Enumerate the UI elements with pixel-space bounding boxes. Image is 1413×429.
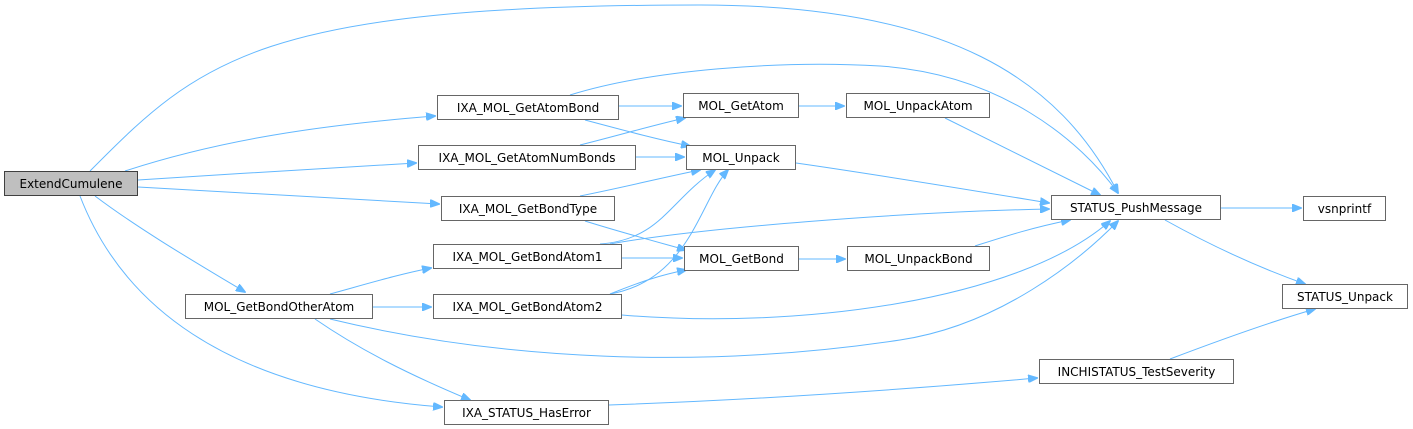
edge-getbondatom2-to-unpack xyxy=(609,170,728,295)
node-ixa-mol-get-atom-num-bonds[interactable]: IXA_MOL_GetAtomNumBonds xyxy=(418,145,636,170)
edge-extend-to-getatombond xyxy=(124,116,435,172)
edge-unpackbond-to-push xyxy=(974,220,1070,247)
node-ixa-mol-get-atom-bond[interactable]: IXA_MOL_GetAtomBond xyxy=(437,95,619,120)
edge-otheratom-to-haserror xyxy=(314,318,470,400)
node-mol-get-bond[interactable]: MOL_GetBond xyxy=(684,246,799,271)
node-extend-cumulene: ExtendCumulene xyxy=(4,171,138,196)
edge-haserror-to-testseverity xyxy=(608,378,1037,406)
edge-unpack-to-push xyxy=(795,162,1049,203)
node-vsnprintf[interactable]: vsnprintf xyxy=(1303,196,1386,221)
edge-getbondtype-to-unpack xyxy=(579,170,700,197)
edge-getatomnumbonds-to-getatom xyxy=(579,118,685,146)
node-mol-unpack-atom[interactable]: MOL_UnpackAtom xyxy=(846,93,990,118)
node-status-unpack[interactable]: STATUS_Unpack xyxy=(1282,284,1408,309)
node-status-push-message[interactable]: STATUS_PushMessage xyxy=(1051,195,1221,220)
node-inchistatus-test-severity[interactable]: INCHISTATUS_TestSeverity xyxy=(1039,359,1234,384)
node-mol-get-atom[interactable]: MOL_GetAtom xyxy=(683,93,799,118)
edge-extend-to-getbondotheratom xyxy=(94,195,245,292)
edge-otheratom-to-push xyxy=(329,221,1118,358)
node-ixa-mol-get-bond-atom1[interactable]: IXA_MOL_GetBondAtom1 xyxy=(433,244,622,269)
edge-push-to-statusunpack xyxy=(1164,219,1305,284)
edge-otheratom-to-getbondatom1 xyxy=(329,268,431,295)
edge-getatombond-to-push xyxy=(569,63,1118,193)
node-mol-unpack[interactable]: MOL_Unpack xyxy=(686,145,796,170)
edge-extend-to-getbondtype xyxy=(137,186,439,204)
node-mol-get-bond-other-atom[interactable]: MOL_GetBondOtherAtom xyxy=(185,294,373,319)
node-ixa-status-has-error[interactable]: IXA_STATUS_HasError xyxy=(444,400,609,425)
edge-unpackatom-to-push xyxy=(944,117,1100,195)
edge-getbondatom1-to-unpack xyxy=(599,170,715,245)
edge-extend-to-getatomnumbonds xyxy=(137,163,416,181)
node-ixa-mol-get-bond-atom2[interactable]: IXA_MOL_GetBondAtom2 xyxy=(433,294,622,319)
edge-getbondatom2-to-push xyxy=(621,221,1110,320)
edge-getbondatom2-to-getbond xyxy=(609,270,686,295)
edge-getatombond-to-unpack xyxy=(584,119,690,146)
node-mol-unpack-bond[interactable]: MOL_UnpackBond xyxy=(847,246,990,271)
edge-extend-to-push xyxy=(89,4,1118,193)
edge-extend-to-haserror xyxy=(79,195,442,407)
edge-getbondatom1-to-push xyxy=(609,209,1049,245)
node-ixa-mol-get-bond-type[interactable]: IXA_MOL_GetBondType xyxy=(441,196,615,221)
edge-testseverity-to-statusunpack xyxy=(1169,309,1315,360)
